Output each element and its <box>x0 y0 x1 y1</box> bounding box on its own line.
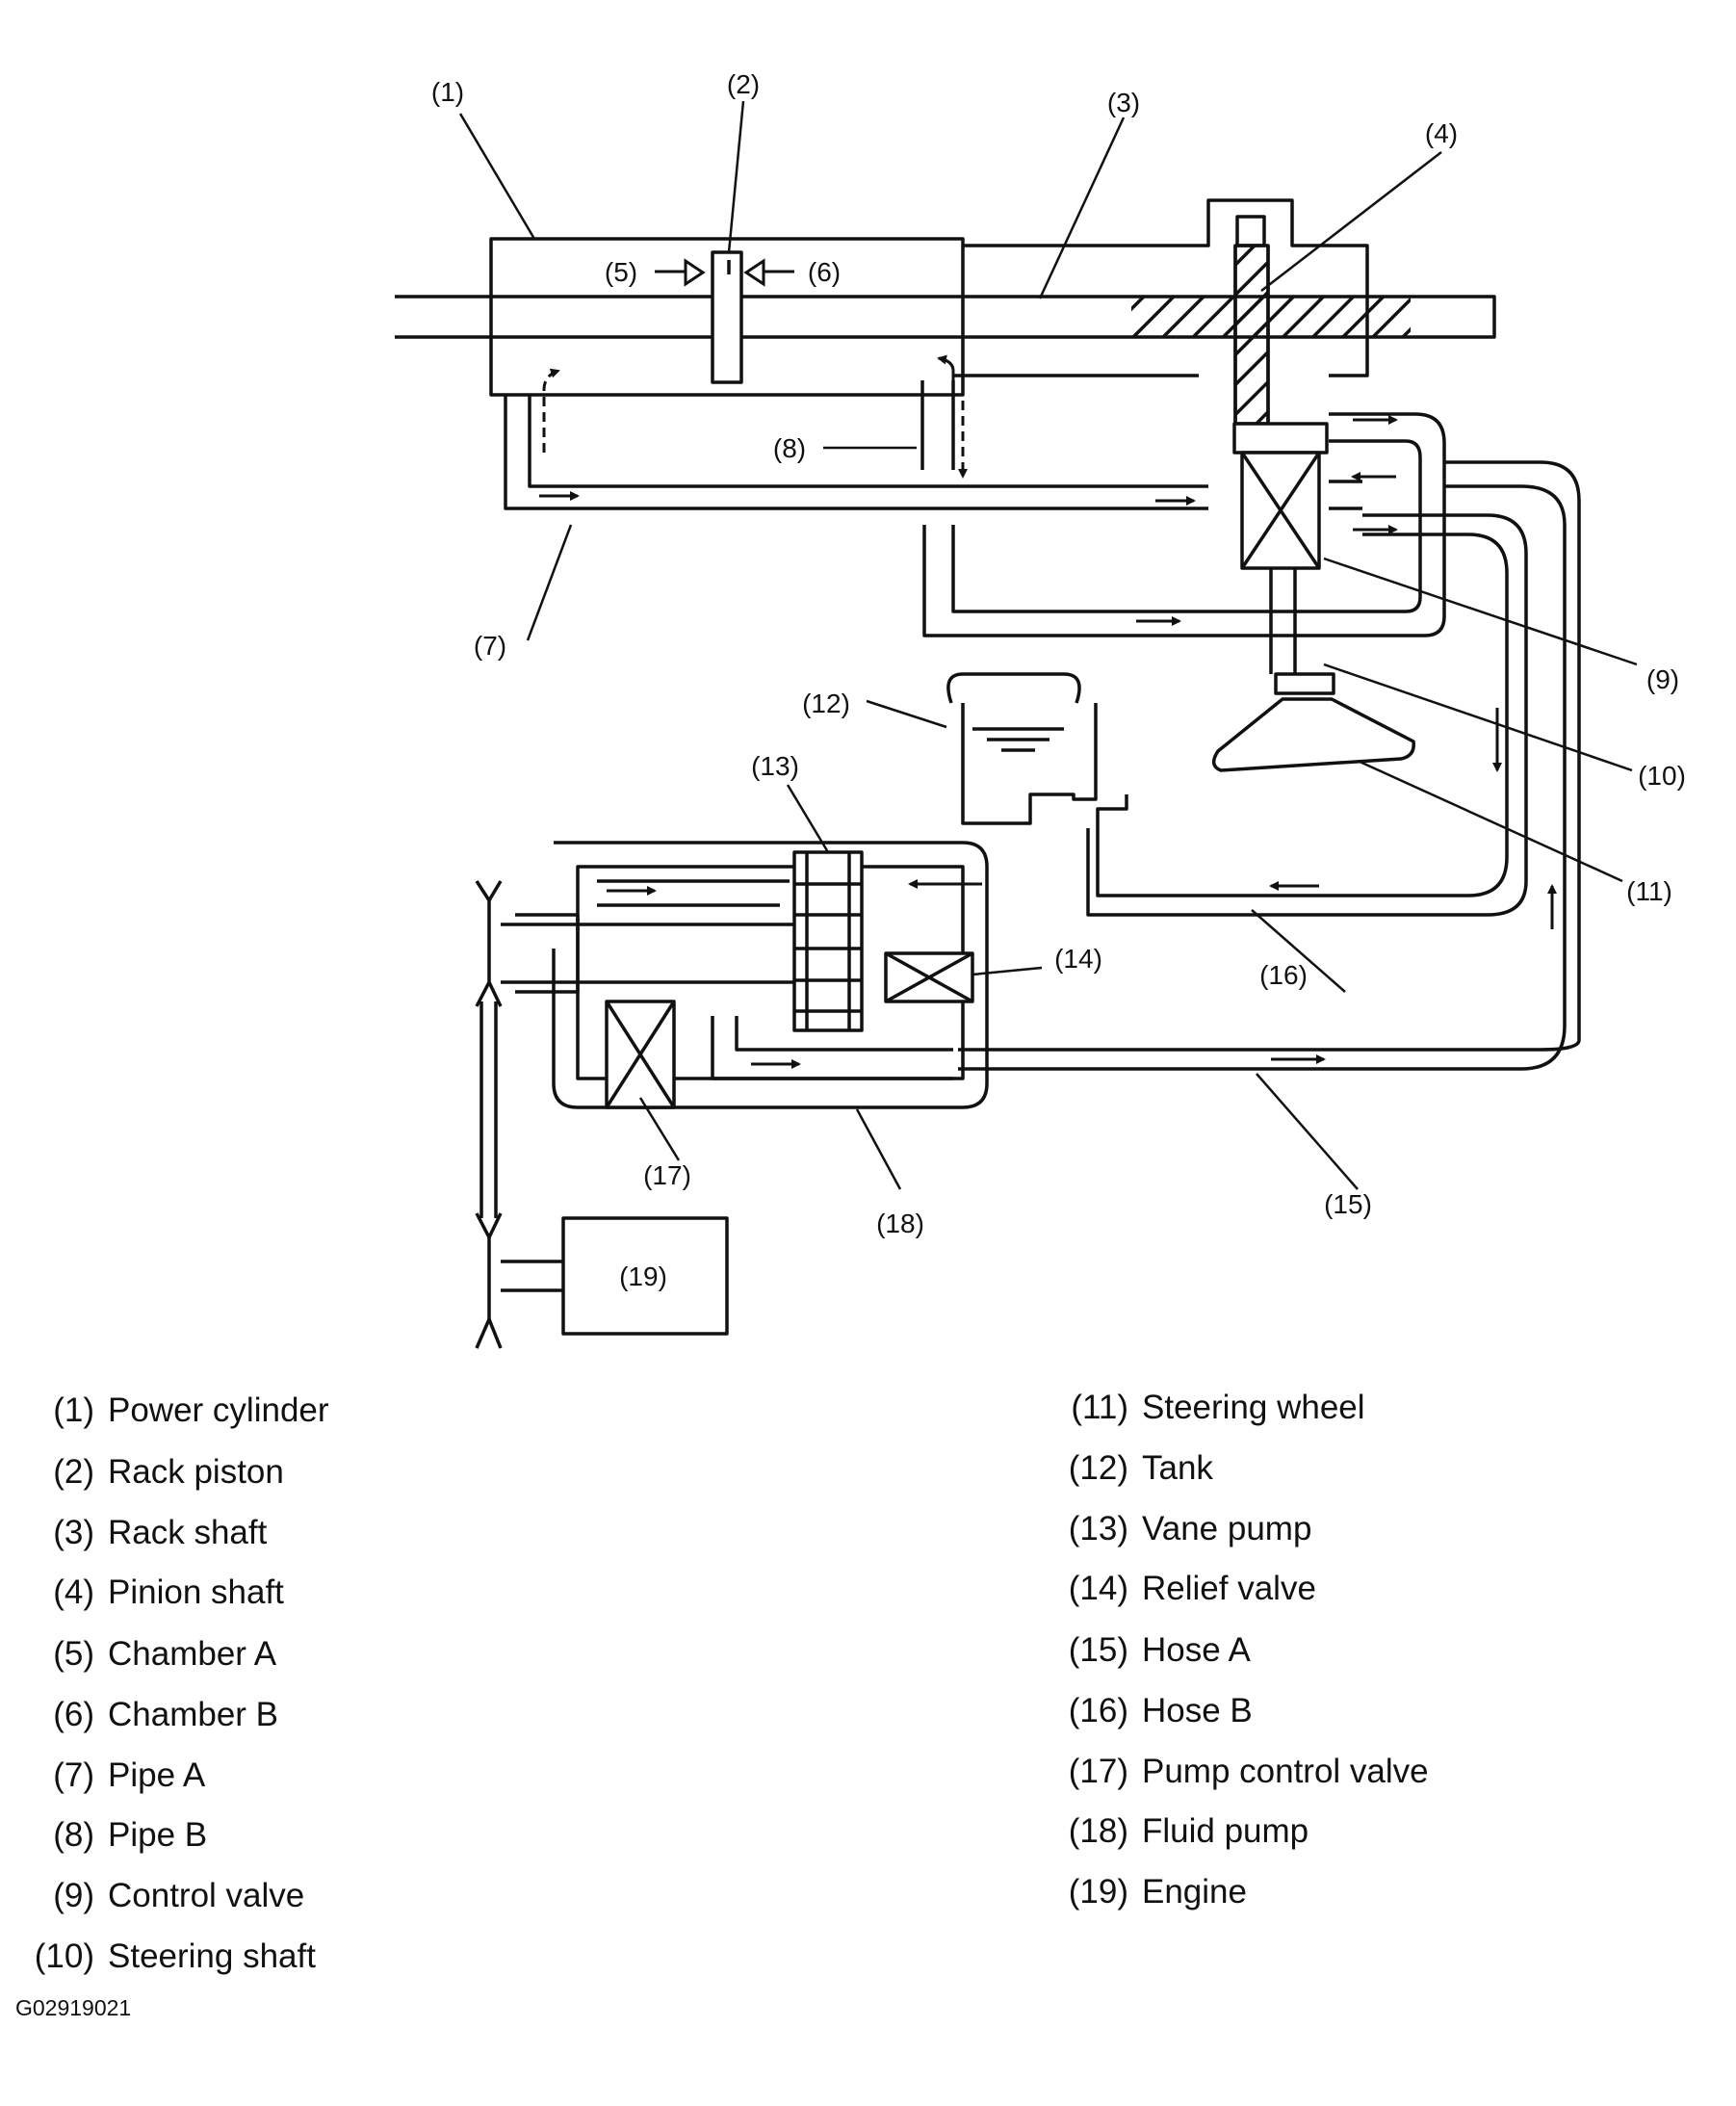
pipe-b <box>920 380 1446 637</box>
callout-8: (8) <box>773 433 806 463</box>
callout-2: (2) <box>727 69 760 99</box>
rack-shaft <box>395 295 1496 339</box>
gear-housing <box>953 198 1369 377</box>
callout-3: (3) <box>1107 88 1140 117</box>
steering-shaft <box>1269 568 1335 695</box>
hose-a <box>958 460 1581 1071</box>
callout-15: (15) <box>1324 1189 1372 1219</box>
callout-16: (16) <box>1259 960 1308 990</box>
callout-10: (10) <box>1638 761 1686 791</box>
figure-code: G02919021 <box>15 1995 132 2020</box>
callout-7: (7) <box>474 631 506 661</box>
pump-control-valve <box>605 1000 676 1109</box>
callout-17: (17) <box>643 1160 691 1190</box>
pipe-a <box>504 395 1208 510</box>
drive-belt <box>475 880 503 1349</box>
callout-14: (14) <box>1054 944 1102 974</box>
callout-9: (9) <box>1646 664 1679 694</box>
relief-valve <box>884 951 974 1003</box>
pinion-shaft <box>1233 215 1270 426</box>
callout-5: (5) <box>605 257 637 287</box>
rack-piston <box>711 250 743 384</box>
callout-4: (4) <box>1425 118 1458 148</box>
callout-11: (11) <box>1626 876 1672 906</box>
tank <box>946 672 1098 825</box>
callout-19: (19) <box>619 1261 667 1291</box>
callout-12: (12) <box>802 689 850 718</box>
hose-b <box>1086 513 1528 917</box>
callout-1: (1) <box>431 77 464 107</box>
callout-18: (18) <box>876 1209 924 1238</box>
control-valve <box>1232 422 1329 570</box>
steering-wheel <box>1211 697 1415 772</box>
engine <box>501 1216 729 1336</box>
vane-pump <box>792 850 864 1032</box>
callout-13: (13) <box>751 751 799 781</box>
callout-6: (6) <box>808 257 841 287</box>
